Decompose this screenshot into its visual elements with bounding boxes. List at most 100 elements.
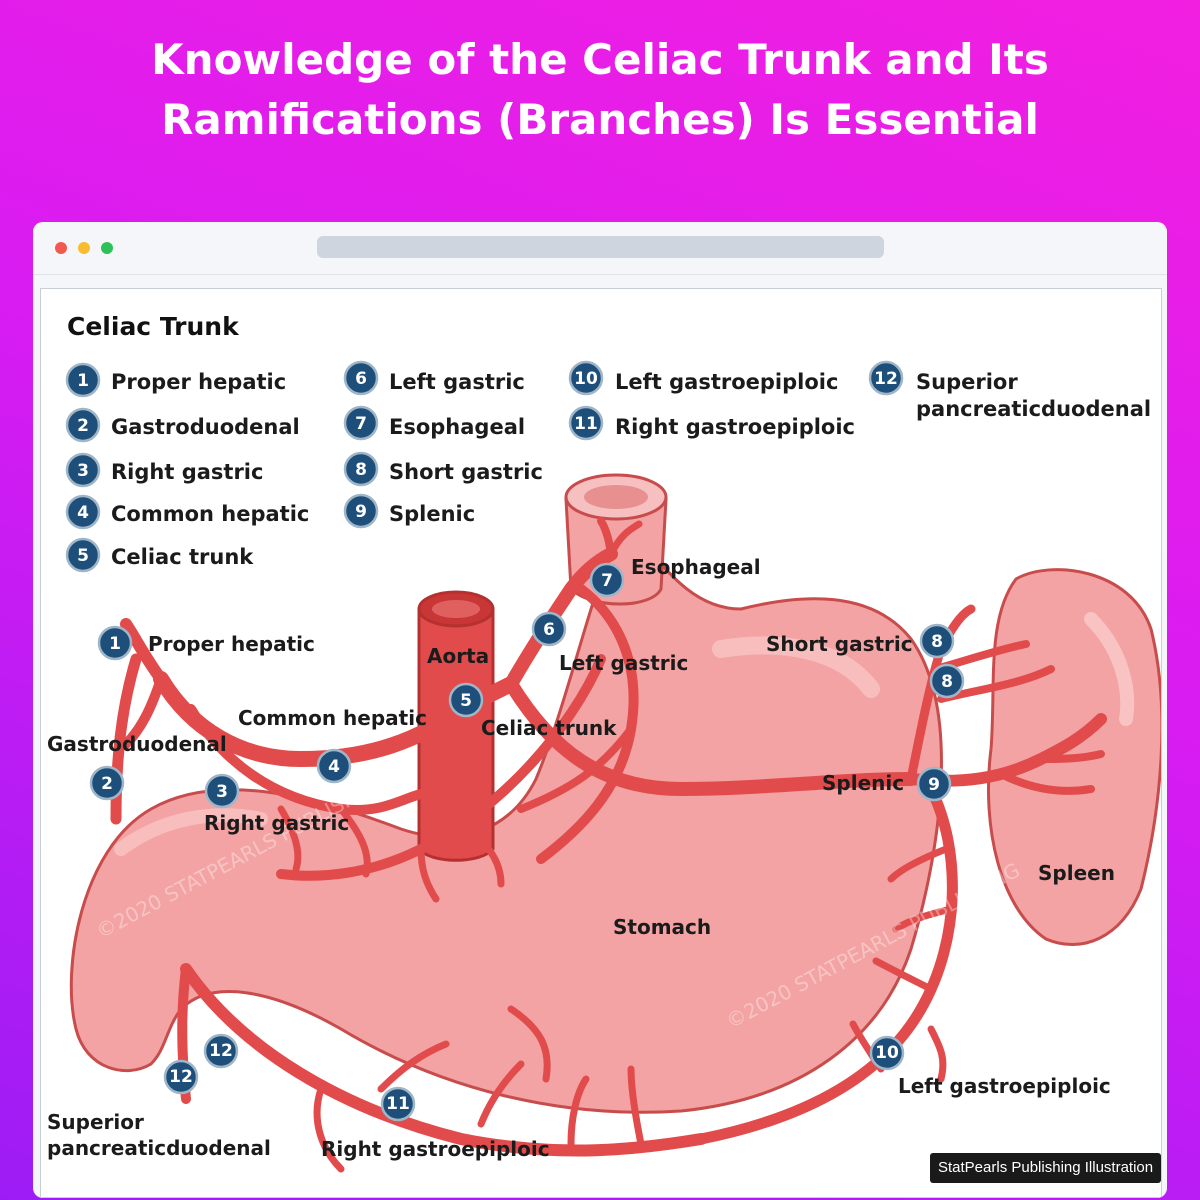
label-left-gastric: Left gastric — [559, 651, 688, 675]
svg-text:6: 6 — [543, 620, 555, 640]
badge-12b-icon — [163, 1059, 199, 1095]
legend-label: Celiac trunk — [111, 545, 254, 569]
svg-text:9: 9 — [928, 775, 940, 795]
svg-text:9: 9 — [355, 502, 367, 522]
diagram-badges: 1 2 3 4 5 6 7 8 8 9 — [89, 562, 965, 1122]
arteries-group — [110, 517, 1107, 1173]
number-badge-icon — [343, 360, 379, 396]
svg-text:12: 12 — [169, 1067, 193, 1087]
legend-item: 8 Short gastric — [343, 451, 543, 487]
svg-text:2: 2 — [101, 774, 113, 794]
diagram-labels: Proper hepatic Aorta Common hepatic Celi… — [47, 555, 1115, 1161]
label-superior-pancreaticduodenal-1: Superior — [47, 1110, 144, 1134]
legend-item: 12 Superior pancreaticduodenal — [868, 360, 1151, 421]
svg-text:8: 8 — [931, 632, 943, 652]
proper-hepatic-artery — [120, 618, 167, 685]
svg-text:2: 2 — [77, 416, 89, 436]
right-gastric-artery — [186, 704, 426, 815]
svg-text:10: 10 — [875, 1043, 899, 1063]
celiac-trunk-diagram: ©2020 STATPEARLS PUBLISHING ©2020 STATPE… — [47, 312, 1161, 1173]
legend-label: Left gastric — [389, 370, 525, 394]
legend-item: 10 Left gastroepiploic — [568, 360, 838, 396]
legend-item: 1 Proper hepatic — [65, 362, 286, 398]
legend-label: Superior — [916, 370, 1018, 394]
svg-text:3: 3 — [77, 461, 89, 481]
image-credit-caption: StatPearls Publishing Illustration — [930, 1153, 1162, 1183]
number-badge-icon — [65, 362, 101, 398]
svg-text:7: 7 — [601, 571, 613, 591]
svg-text:12: 12 — [209, 1041, 233, 1061]
gastroduodenal-artery — [110, 653, 142, 825]
svg-text:12: 12 — [874, 369, 898, 389]
legend-label: Esophageal — [389, 415, 525, 439]
diagram-title: Celiac Trunk — [67, 312, 240, 341]
legend-item: 6 Left gastric — [343, 360, 525, 396]
label-superior-pancreaticduodenal-2: pancreaticduodenal — [47, 1136, 271, 1160]
legend-label: Splenic — [389, 502, 475, 526]
badge-1-icon — [97, 625, 133, 661]
left-gastric-artery — [504, 547, 618, 691]
legend-item: 9 Splenic — [343, 493, 475, 529]
right-gastroepiploic-artery — [180, 963, 707, 1157]
address-bar[interactable] — [317, 236, 884, 258]
label-splenic: Splenic — [822, 771, 904, 795]
badge-5-icon — [448, 682, 484, 718]
legend-label: Right gastroepiploic — [615, 415, 855, 439]
legend-item: 3 Right gastric — [65, 452, 263, 488]
diagram-viewport: ©2020 STATPEARLS PUBLISHING ©2020 STATPE… — [40, 288, 1162, 1198]
svg-text:5: 5 — [460, 691, 472, 711]
legend-item: 7 Esophageal — [343, 405, 525, 441]
badge-7-icon — [589, 562, 625, 598]
svg-text:4: 4 — [328, 757, 340, 777]
legend-label: Gastroduodenal — [111, 415, 300, 439]
browser-window: ©2020 STATPEARLS PUBLISHING ©2020 STATPE… — [33, 222, 1167, 1198]
legend-item: 4 Common hepatic — [65, 494, 309, 530]
left-gastroepiploic-artery — [695, 783, 958, 1145]
label-left-gastroepiploic: Left gastroepiploic — [898, 1074, 1111, 1098]
number-badge-icon — [343, 493, 379, 529]
browser-toolbar — [33, 222, 1167, 275]
svg-text:8: 8 — [941, 672, 953, 692]
number-badge-icon — [65, 494, 101, 530]
svg-text:4: 4 — [77, 503, 89, 523]
label-aorta: Aorta — [427, 644, 489, 668]
label-esophageal: Esophageal — [631, 555, 761, 579]
svg-text:11: 11 — [386, 1094, 410, 1114]
headline-line-1: Knowledge of the Celiac Trunk and Its — [151, 35, 1049, 84]
badge-2-icon — [89, 765, 125, 801]
label-short-gastric: Short gastric — [766, 632, 913, 656]
headline-line-2: Ramifications (Branches) Is Essential — [161, 95, 1039, 144]
legend-label: Proper hepatic — [111, 370, 286, 394]
number-badge-icon — [65, 407, 101, 443]
svg-text:1: 1 — [77, 371, 89, 391]
label-proper-hepatic: Proper hepatic — [148, 632, 315, 656]
badge-6-icon — [531, 611, 567, 647]
legend-label: Left gastroepiploic — [615, 370, 838, 394]
legend: 1 Proper hepatic 2 Gastroduodenal 3 Righ… — [65, 360, 1151, 573]
number-badge-icon — [568, 405, 604, 441]
label-common-hepatic: Common hepatic — [238, 706, 427, 730]
legend-label: Common hepatic — [111, 502, 309, 526]
badge-12a-icon — [203, 1033, 239, 1069]
svg-text:10: 10 — [574, 369, 598, 389]
stomach-shape — [69, 516, 943, 1114]
svg-text:6: 6 — [355, 369, 367, 389]
legend-label: Short gastric — [389, 460, 543, 484]
label-stomach: Stomach — [613, 915, 711, 939]
label-right-gastroepiploic: Right gastroepiploic — [321, 1137, 550, 1161]
number-badge-icon — [65, 537, 101, 573]
label-gastroduodenal: Gastroduodenal — [47, 732, 227, 756]
svg-text:11: 11 — [574, 414, 598, 434]
label-right-gastric: Right gastric — [204, 811, 349, 835]
legend-item: 11 Right gastroepiploic — [568, 405, 855, 441]
badge-3-icon — [204, 773, 240, 809]
page-headline: Knowledge of the Celiac Trunk and Its Ra… — [0, 30, 1200, 150]
minimize-window-dot-icon[interactable] — [78, 242, 90, 254]
label-spleen: Spleen — [1038, 861, 1115, 885]
badge-10-icon — [869, 1035, 905, 1071]
legend-label: Right gastric — [111, 460, 263, 484]
close-window-dot-icon[interactable] — [55, 242, 67, 254]
maximize-window-dot-icon[interactable] — [101, 242, 113, 254]
legend-item: 5 Celiac trunk — [65, 537, 254, 573]
label-celiac-trunk: Celiac trunk — [481, 716, 617, 740]
